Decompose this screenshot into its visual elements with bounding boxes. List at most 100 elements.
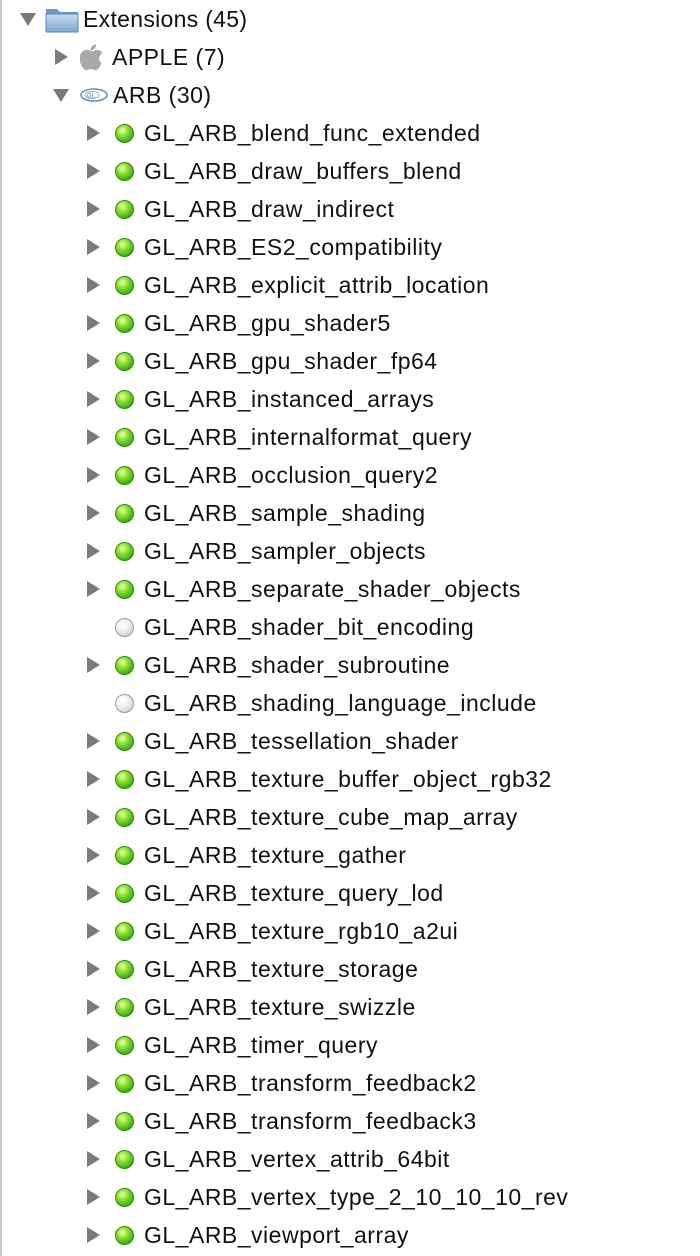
extensions-tree: Extensions (45) APPLE (7) GL [0, 0, 700, 114]
expand-triangle-icon[interactable] [85, 961, 101, 977]
tree-row-extension[interactable]: GL_ARB_shader_bit_encoding [0, 608, 700, 646]
tree-row-extension[interactable]: GL_ARB_viewport_array [0, 1216, 700, 1254]
tree-row-extension[interactable]: GL_ARB_ES2_compatibility [0, 228, 700, 266]
collapse-triangle-icon[interactable] [20, 11, 36, 27]
green-status-dot-icon [113, 464, 135, 486]
expand-triangle-icon[interactable] [85, 771, 101, 787]
expand-triangle-icon[interactable] [85, 391, 101, 407]
tree-row-extension[interactable]: GL_ARB_vertex_attrib_64bit [0, 1140, 700, 1178]
green-status-dot-icon [113, 236, 135, 258]
tree-row-apple[interactable]: APPLE (7) [0, 38, 700, 76]
expand-triangle-icon[interactable] [85, 581, 101, 597]
expand-triangle-icon[interactable] [85, 1037, 101, 1053]
tree-row-extension[interactable]: GL_ARB_shader_subroutine [0, 646, 700, 684]
expand-triangle-icon[interactable] [85, 923, 101, 939]
tree-row-extension[interactable]: GL_ARB_explicit_attrib_location [0, 266, 700, 304]
tree-row-extension[interactable]: GL_ARB_texture_cube_map_array [0, 798, 700, 836]
expand-triangle-icon[interactable] [85, 163, 101, 179]
tree-row-extensions[interactable]: Extensions (45) [0, 0, 700, 38]
tree-row-extension[interactable]: GL_ARB_separate_shader_objects [0, 570, 700, 608]
tree-row-extension[interactable]: GL_ARB_texture_buffer_object_rgb32 [0, 760, 700, 798]
green-status-dot-icon [113, 388, 135, 410]
tree-row-label: ARB (30) [113, 82, 212, 108]
tree-row-label: GL_ARB_tessellation_shader [144, 728, 459, 754]
tree-row-extension[interactable]: GL_ARB_blend_func_extended [0, 114, 700, 152]
tree-row-extension[interactable]: GL_ARB_shading_language_include [0, 684, 700, 722]
tree-row-extension[interactable]: GL_ARB_gpu_shader5 [0, 304, 700, 342]
green-status-dot-icon [113, 350, 135, 372]
tree-row-extension[interactable]: GL_ARB_vertex_type_2_10_10_10_rev [0, 1178, 700, 1216]
expand-triangle-icon[interactable] [85, 1075, 101, 1091]
pane-left-border [0, 0, 2, 1256]
expand-triangle-icon[interactable] [85, 277, 101, 293]
tree-row-label: GL_ARB_texture_rgb10_a2ui [144, 918, 459, 944]
green-status-dot-icon [113, 730, 135, 752]
expand-triangle-icon[interactable] [85, 1151, 101, 1167]
collapse-triangle-icon[interactable] [53, 87, 69, 103]
green-status-dot-icon [113, 198, 135, 220]
expand-triangle-icon[interactable] [85, 201, 101, 217]
green-status-dot-icon [113, 654, 135, 676]
expand-triangle-icon[interactable] [85, 1227, 101, 1243]
tree-row-label: GL_ARB_gpu_shader5 [144, 310, 391, 336]
tree-row-extension[interactable]: GL_ARB_internalformat_query [0, 418, 700, 456]
tree-row-label: GL_ARB_vertex_type_2_10_10_10_rev [144, 1184, 569, 1210]
expand-triangle-icon[interactable] [85, 1189, 101, 1205]
green-status-dot-icon [113, 274, 135, 296]
svg-text:GL: GL [87, 94, 96, 100]
expand-triangle-icon[interactable] [85, 847, 101, 863]
disclosure-spacer [85, 619, 101, 635]
green-status-dot-icon [113, 1148, 135, 1170]
expand-triangle-icon[interactable] [85, 809, 101, 825]
tree-row-extension[interactable]: GL_ARB_transform_feedback3 [0, 1102, 700, 1140]
tree-row-arb[interactable]: GL ARB (30) [0, 76, 700, 114]
green-status-dot-icon [113, 540, 135, 562]
tree-row-label: APPLE (7) [112, 44, 226, 70]
tree-row-extension[interactable]: GL_ARB_draw_indirect [0, 190, 700, 228]
green-status-dot-icon [113, 768, 135, 790]
tree-row-extension[interactable]: GL_ARB_tessellation_shader [0, 722, 700, 760]
tree-row-extension[interactable]: GL_ARB_occlusion_query2 [0, 456, 700, 494]
tree-row-extension[interactable]: GL_ARB_transform_feedback2 [0, 1064, 700, 1102]
gray-status-dot-icon [113, 616, 135, 638]
tree-row-label: GL_ARB_vertex_attrib_64bit [144, 1146, 450, 1172]
expand-triangle-icon[interactable] [85, 1113, 101, 1129]
tree-row-extension[interactable]: GL_ARB_texture_query_lod [0, 874, 700, 912]
expand-triangle-icon[interactable] [85, 885, 101, 901]
tree-row-extension[interactable]: GL_ARB_sample_shading [0, 494, 700, 532]
expand-triangle-icon[interactable] [53, 49, 69, 65]
tree-row-label: GL_ARB_occlusion_query2 [144, 462, 439, 488]
tree-row-extension[interactable]: GL_ARB_texture_storage [0, 950, 700, 988]
green-status-dot-icon [113, 426, 135, 448]
tree-row-label: GL_ARB_texture_storage [144, 956, 419, 982]
expand-triangle-icon[interactable] [85, 125, 101, 141]
tree-row-extension[interactable]: GL_ARB_texture_rgb10_a2ui [0, 912, 700, 950]
green-status-dot-icon [113, 882, 135, 904]
green-status-dot-icon [113, 160, 135, 182]
expand-triangle-icon[interactable] [85, 733, 101, 749]
expand-triangle-icon[interactable] [85, 505, 101, 521]
tree-row-extension[interactable]: GL_ARB_gpu_shader_fp64 [0, 342, 700, 380]
expand-triangle-icon[interactable] [85, 999, 101, 1015]
tree-row-extension[interactable]: GL_ARB_texture_swizzle [0, 988, 700, 1026]
tree-row-extension[interactable]: GL_ARB_texture_gather [0, 836, 700, 874]
expand-triangle-icon[interactable] [85, 239, 101, 255]
expand-triangle-icon[interactable] [85, 315, 101, 331]
tree-row-extension[interactable]: GL_ARB_sampler_objects [0, 532, 700, 570]
tree-row-extension[interactable]: GL_ARB_timer_query [0, 1026, 700, 1064]
tree-row-label: GL_ARB_transform_feedback3 [144, 1108, 477, 1134]
tree-row-extension[interactable]: GL_ARB_instanced_arrays [0, 380, 700, 418]
green-status-dot-icon [113, 578, 135, 600]
expand-triangle-icon[interactable] [85, 467, 101, 483]
green-status-dot-icon [113, 122, 135, 144]
tree-row-extension[interactable]: GL_ARB_draw_buffers_blend [0, 152, 700, 190]
expand-triangle-icon[interactable] [85, 657, 101, 673]
expand-triangle-icon[interactable] [85, 429, 101, 445]
green-status-dot-icon [113, 1072, 135, 1094]
gray-status-dot-icon [113, 692, 135, 714]
expand-triangle-icon[interactable] [85, 353, 101, 369]
green-status-dot-icon [113, 1034, 135, 1056]
expand-triangle-icon[interactable] [85, 543, 101, 559]
tree-row-label: GL_ARB_shader_bit_encoding [144, 614, 475, 640]
tree-row-label: GL_ARB_ES2_compatibility [144, 234, 443, 260]
